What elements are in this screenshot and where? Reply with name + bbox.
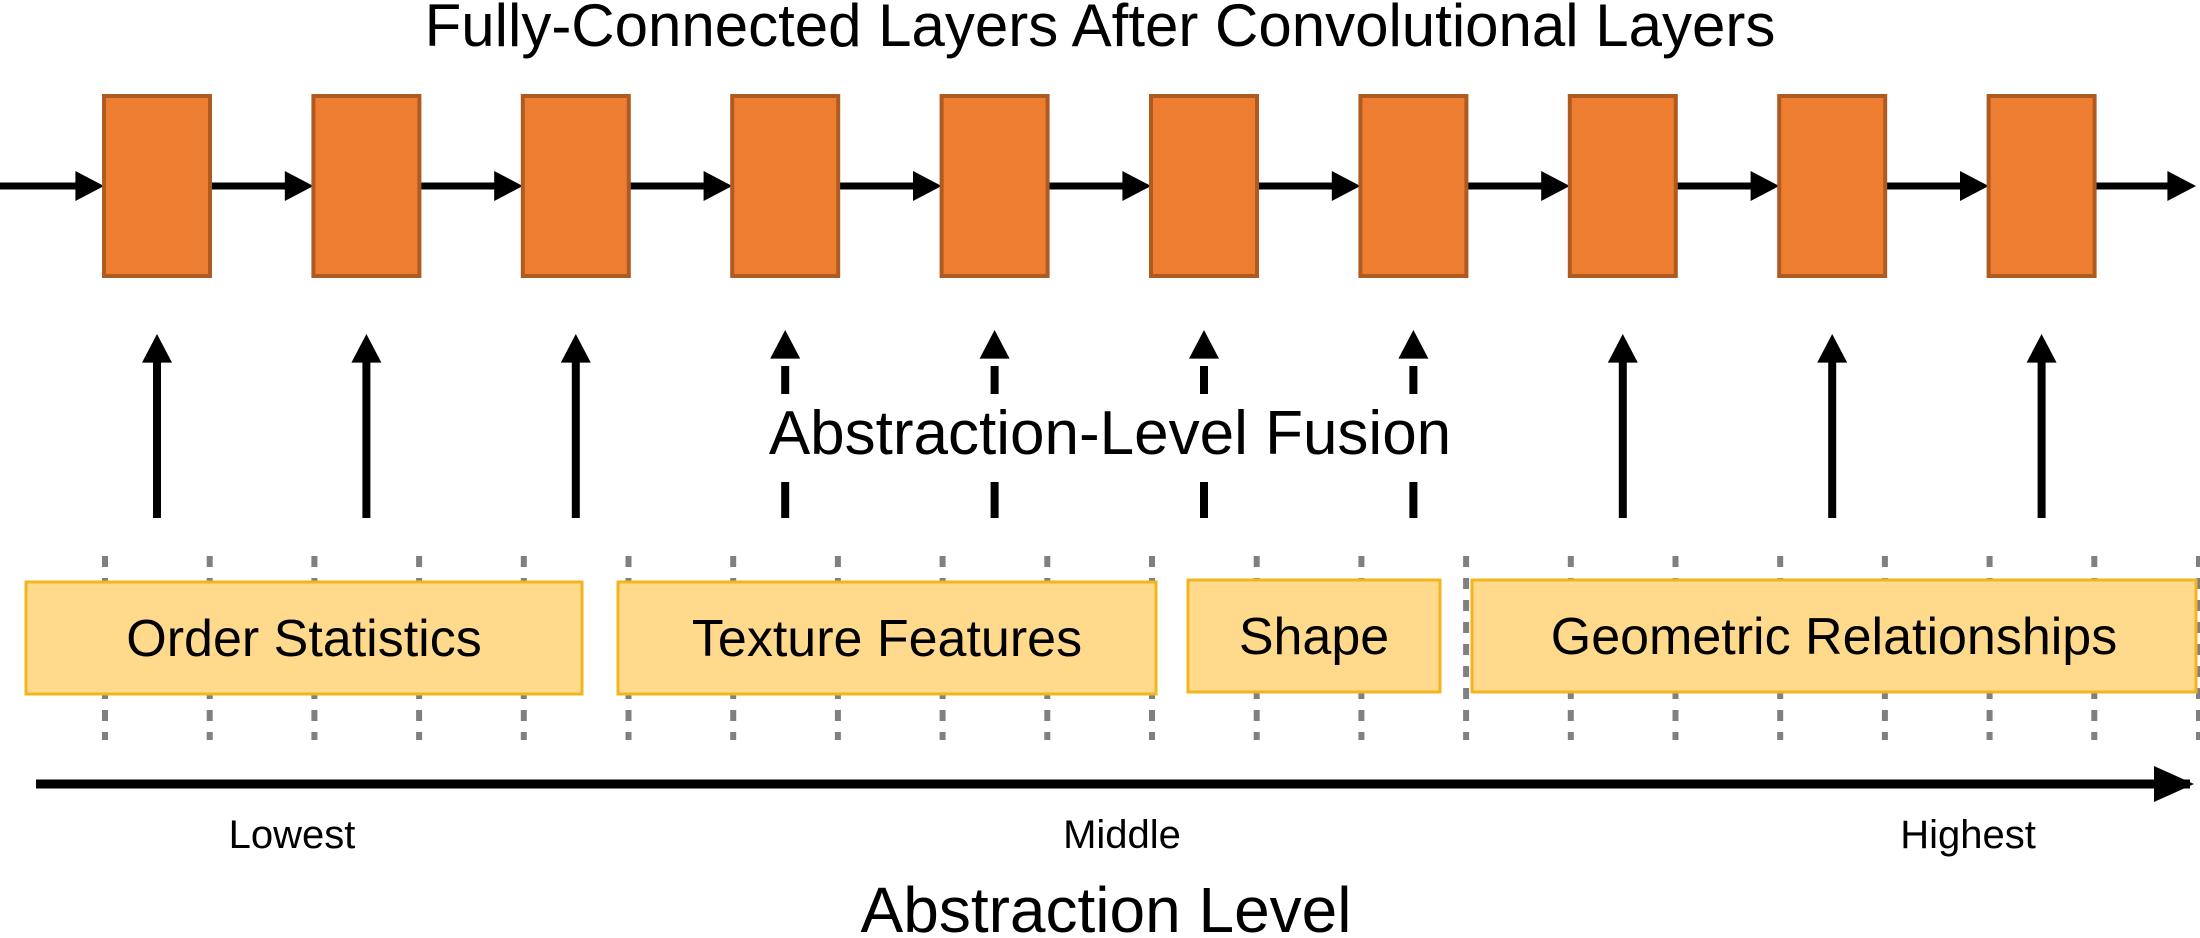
fusion-label-backing: [720, 394, 1500, 474]
feature-group-label: Order Statistics: [126, 610, 481, 668]
feature-group-label: Texture Features: [692, 610, 1082, 668]
fc-layer-box: [1986, 94, 2097, 278]
chain-arrow: [1675, 171, 1780, 201]
solid-up-arrow: [142, 334, 172, 518]
axis-tick-lowest: Lowest: [229, 813, 356, 857]
feature-group-shape: Shape: [1186, 578, 1442, 694]
chain-arrow: [1885, 171, 1989, 201]
feature-group-label: Geometric Relationships: [1551, 608, 2117, 666]
fc-layer-box: [1567, 94, 1678, 278]
feature-groups: Order Statistics Texture Features Shape …: [24, 578, 2198, 696]
fc-layer-box: [939, 94, 1050, 278]
solid-up-arrow: [2026, 334, 2057, 518]
feature-group-label: Shape: [1239, 608, 1389, 666]
fc-layer-box: [520, 94, 631, 278]
axis-label: Abstraction Level: [861, 874, 1352, 938]
chain-arrow: [1257, 171, 1361, 201]
solid-up-arrow: [560, 334, 591, 518]
fc-layer-box: [102, 94, 212, 278]
solid-up-arrow: [351, 334, 382, 518]
layer-chain-arrows: [0, 171, 2196, 201]
chain-arrow: [210, 171, 314, 201]
fusion-label: Abstraction-Level Fusion: [769, 399, 1451, 468]
chain-arrow: [0, 171, 104, 201]
axis-tick-middle: Middle: [1063, 813, 1181, 857]
diagram-title: Fully-Connected Layers After Convolution…: [425, 0, 1776, 59]
axis-tick-highest: Highest: [1900, 813, 2036, 857]
solid-up-arrow: [1607, 334, 1638, 518]
chain-arrow: [419, 171, 523, 201]
feature-group-geometric-relationships: Geometric Relationships: [1470, 578, 2198, 694]
feature-group-texture-features: Texture Features: [616, 580, 1158, 696]
chain-arrow: [838, 171, 942, 201]
solid-up-arrow: [1817, 334, 1848, 518]
fc-layer-box: [730, 94, 841, 278]
feature-group-order-statistics: Order Statistics: [24, 580, 584, 696]
chain-arrow: [1466, 171, 1570, 201]
chain-arrow: [1047, 171, 1151, 201]
fc-layer-box: [1149, 94, 1259, 278]
fc-layer-box: [311, 94, 422, 278]
fc-layers: [102, 94, 2097, 278]
fc-layer-box: [1358, 94, 1469, 278]
chain-arrow: [2094, 171, 2196, 201]
chain-arrow: [628, 171, 733, 201]
fc-layer-box: [1777, 94, 1888, 278]
